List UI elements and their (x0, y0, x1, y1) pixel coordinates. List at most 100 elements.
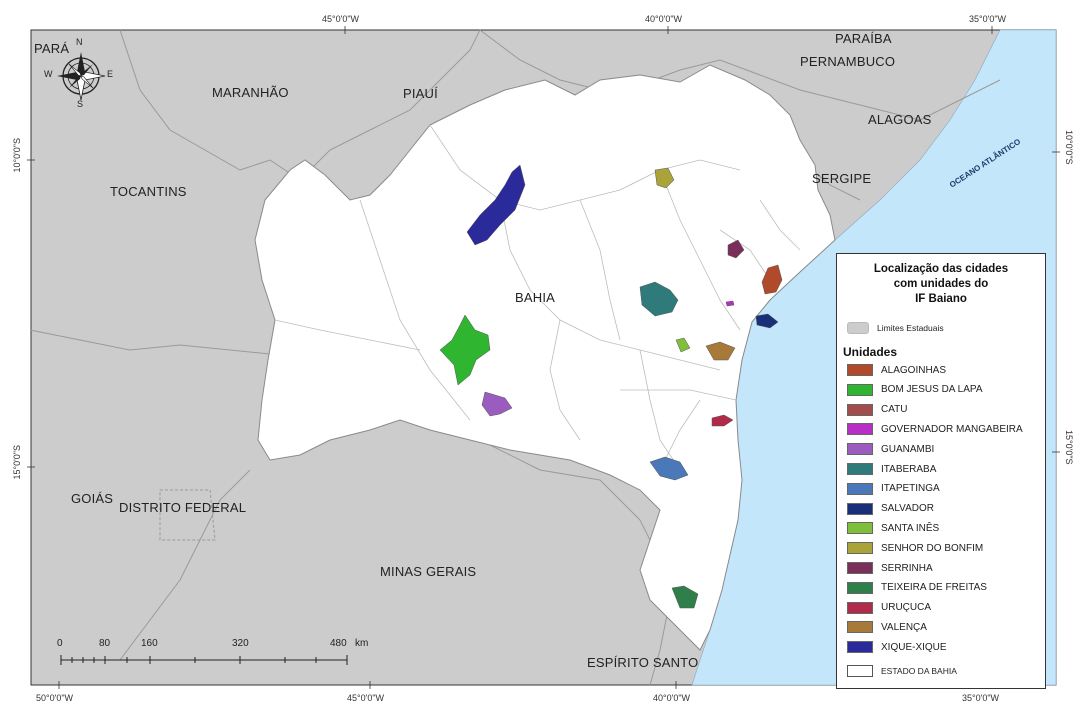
legend-state-label: ESTADO DA BAHIA (881, 666, 957, 676)
unit-santa-ines (675, 337, 691, 353)
label-minas-gerais: MINAS GERAIS (380, 564, 477, 579)
legend-item: GUANAMBI (847, 443, 935, 456)
label-paraiba: PARAÍBA (835, 31, 892, 46)
legend-item-label: ITABERABA (881, 463, 937, 475)
legend-item: BOM JESUS DA LAPA (847, 383, 983, 396)
legend-item-swatch (847, 601, 873, 614)
legend-item: ALAGOINHAS (847, 364, 946, 376)
legend-item-swatch (847, 423, 873, 436)
legend-item: XIQUE-XIQUE (847, 641, 947, 654)
legend-item-swatch (847, 403, 873, 416)
scale-unit: km (355, 638, 369, 649)
coord-bottom-35w: 35°0'0"W (962, 693, 1000, 703)
legend-item: URUÇUCA (847, 601, 931, 614)
legend-unidades-title: Unidades (843, 345, 898, 359)
legend-item-swatch (847, 502, 873, 515)
label-goias: GOIÁS (71, 491, 114, 506)
legend-item: SALVADOR (847, 502, 934, 515)
legend-item-label: SENHOR DO BONFIM (881, 542, 984, 554)
legend-item: TEIXEIRA DE FREITAS (847, 581, 987, 594)
legend-item-swatch (847, 562, 873, 574)
compass-e: E (107, 69, 114, 79)
legend-item-label: URUÇUCA (881, 602, 931, 614)
legend-item-swatch (847, 463, 873, 475)
legend-item-label: ITAPETINGA (881, 483, 940, 495)
bahia-state (254, 64, 836, 651)
legend-item-label: SERRINHA (881, 562, 933, 574)
legend-state-swatch (847, 665, 873, 677)
legend-title: Localização das cidades com unidades do … (837, 262, 1045, 307)
label-bahia: BAHIA (515, 290, 556, 305)
coord-top-35w: 35°0'0"W (969, 14, 1007, 24)
unit-salvador (755, 313, 779, 329)
legend-item-label: XIQUE-XIQUE (881, 641, 947, 653)
compass-s: S (77, 99, 84, 109)
legend-item-swatch (847, 522, 873, 535)
unit-serrinha (727, 239, 745, 259)
legend-title-line-1: Localização das cidades (873, 263, 1009, 275)
legend-title-line-2: com unidades do (893, 278, 989, 290)
scale-tick-80: 80 (99, 638, 111, 649)
unit-guanambi (481, 391, 513, 417)
legend-item: CATU (847, 403, 908, 416)
coord-left-15s: 15°0'0"S (12, 445, 22, 480)
legend-item-label: GOVERNADOR MANGABEIRA (881, 423, 1023, 435)
legend-item-label: GUANAMBI (881, 443, 935, 455)
legend-state-row: ESTADO DA BAHIA (847, 665, 957, 677)
label-pernambuco: PERNAMBUCO (800, 54, 896, 69)
legend-limits-label: Limites Estaduais (877, 323, 944, 333)
unit-governador-mangabeira (725, 300, 735, 307)
unit-xique-xique (466, 164, 526, 246)
unit-shapes (439, 164, 783, 609)
label-maranhao: MARANHÃO (212, 85, 289, 100)
legend-item: GOVERNADOR MANGABEIRA (847, 423, 1023, 436)
legend-item-swatch (847, 621, 873, 634)
label-espirito-santo: ESPÍRITO SANTO (587, 655, 699, 670)
internal-borders (274, 124, 801, 471)
legend-item-label: VALENÇA (881, 621, 927, 633)
coord-bottom-45w: 45°0'0"W (347, 693, 385, 703)
legend-limits-swatch (847, 322, 869, 334)
scale-bar (60, 655, 348, 665)
scale-tick-320: 320 (232, 638, 249, 649)
legend: Localização das cidades com unidades do … (836, 253, 1046, 689)
legend-item-label: ALAGOINHAS (881, 364, 947, 376)
legend-item: ITAPETINGA (847, 482, 940, 495)
legend-item-label: BOM JESUS DA LAPA (881, 384, 983, 396)
coord-top-40w: 40°0'0"W (645, 14, 683, 24)
legend-item-swatch (847, 364, 873, 376)
unit-bom-jesus-da-lapa (439, 314, 491, 386)
unit-alagoinhas (761, 264, 783, 295)
coord-right-10s: 10°0'0"S (1064, 130, 1074, 165)
scale-tick-160: 160 (141, 638, 158, 649)
legend-item-swatch (847, 383, 873, 396)
legend-item: SANTA INÊS (847, 522, 940, 535)
legend-item-label: TEIXEIRA DE FREITAS (881, 582, 987, 594)
label-distrito-federal: DISTRITO FEDERAL (119, 500, 247, 515)
legend-item-label: CATU (881, 404, 908, 416)
compass-rose (57, 52, 106, 101)
label-piaui: PIAUÍ (403, 86, 438, 101)
coord-top-45w: 45°0'0"W (322, 14, 360, 24)
legend-item-label: SALVADOR (881, 503, 934, 515)
legend-item-swatch (847, 482, 873, 495)
legend-item: SENHOR DO BONFIM (847, 542, 984, 555)
legend-item: SERRINHA (847, 562, 933, 574)
scale-tick-0: 0 (57, 638, 63, 649)
legend-item-label: SANTA INÊS (881, 522, 940, 534)
legend-item-swatch (847, 581, 873, 594)
label-sergipe: SERGIPE (812, 171, 872, 186)
unit-itaberaba (639, 281, 679, 317)
scale-tick-480: 480 (330, 638, 347, 649)
compass-w: W (44, 69, 53, 79)
legend-item: VALENÇA (847, 621, 927, 634)
label-para: PARÁ (34, 41, 70, 56)
coord-bottom-50w: 50°0'0"W (36, 693, 74, 703)
compass-n: N (76, 37, 83, 47)
legend-item-swatch (847, 641, 873, 654)
unit-senhor-do-bonfim (654, 167, 675, 189)
coord-left-10s: 10°0'0"S (12, 138, 22, 173)
coord-bottom-40w: 40°0'0"W (653, 693, 691, 703)
legend-item: ITABERABA (847, 463, 936, 475)
legend-item-swatch (847, 443, 873, 456)
